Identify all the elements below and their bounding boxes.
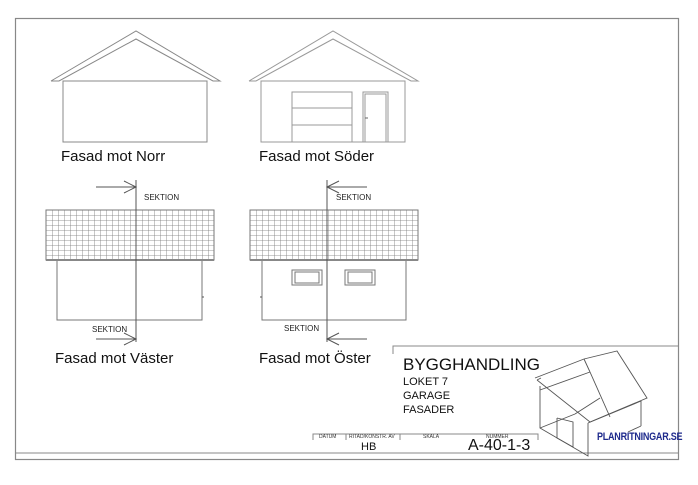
header-ritad: RITAD/KONSTR. AV xyxy=(349,434,395,440)
drawing-type: FASADER xyxy=(403,404,455,416)
section-label-east-bottom: SEKTION xyxy=(284,324,320,333)
drawn-by-value: HB xyxy=(361,441,377,453)
section-label-west-top: SEKTION xyxy=(144,193,180,202)
header-nummer: NUMMER xyxy=(486,434,509,440)
caption-north: Fasad mot Norr xyxy=(61,148,166,165)
project-name: LOKET 7 xyxy=(403,376,449,388)
facade-south-drawing xyxy=(248,30,420,143)
garage-door-icon xyxy=(291,91,353,143)
door-icon xyxy=(362,91,389,143)
sheet-border xyxy=(14,17,680,461)
drawing-number: A-40-1-3 xyxy=(468,437,531,454)
house-logo-icon xyxy=(534,350,648,457)
drawing-status: BYGGHANDLING xyxy=(403,355,540,374)
caption-south: Fasad mot Söder xyxy=(259,148,375,165)
section-label-east-top: SEKTION xyxy=(336,193,372,202)
facade-east-drawing xyxy=(249,180,419,346)
section-label-west-bottom: SEKTION xyxy=(92,325,128,334)
title-block-frame xyxy=(15,345,679,454)
brand-logo: PLANRITNINGAR.SE xyxy=(597,431,683,443)
header-datum: DATUM xyxy=(319,434,337,440)
facade-north-drawing xyxy=(50,30,222,143)
facade-west-drawing xyxy=(45,180,215,346)
window-icon xyxy=(291,269,376,286)
section-line xyxy=(325,180,367,346)
caption-east: Fasad mot Öster xyxy=(259,350,371,367)
header-skala: SKALA xyxy=(423,434,440,440)
caption-west: Fasad mot Väster xyxy=(55,350,174,367)
building-name: GARAGE xyxy=(403,390,451,402)
section-line xyxy=(96,180,138,346)
